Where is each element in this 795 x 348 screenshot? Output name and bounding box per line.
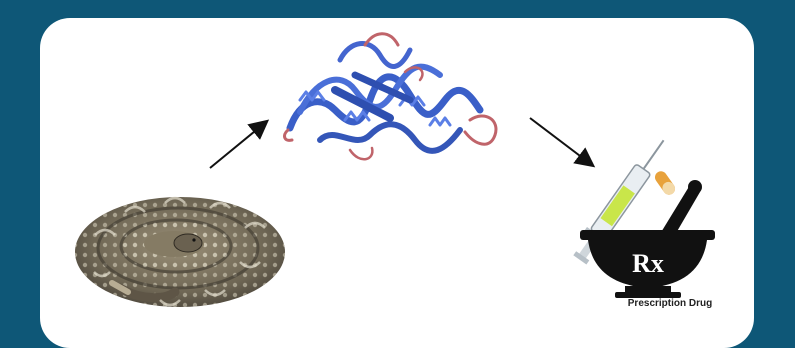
rx-symbol: Rx xyxy=(632,249,664,278)
arrow-snake-to-protein xyxy=(210,122,266,168)
snake-illustration xyxy=(75,197,285,307)
capsule-icon xyxy=(653,169,678,197)
arrow-protein-to-drug xyxy=(530,118,592,165)
diagram-canvas: Rx xyxy=(0,0,795,327)
prescription-drug-illustration: Rx xyxy=(569,133,715,298)
protein-structure xyxy=(285,34,496,160)
prescription-drug-caption: Prescription Drug xyxy=(600,298,740,309)
